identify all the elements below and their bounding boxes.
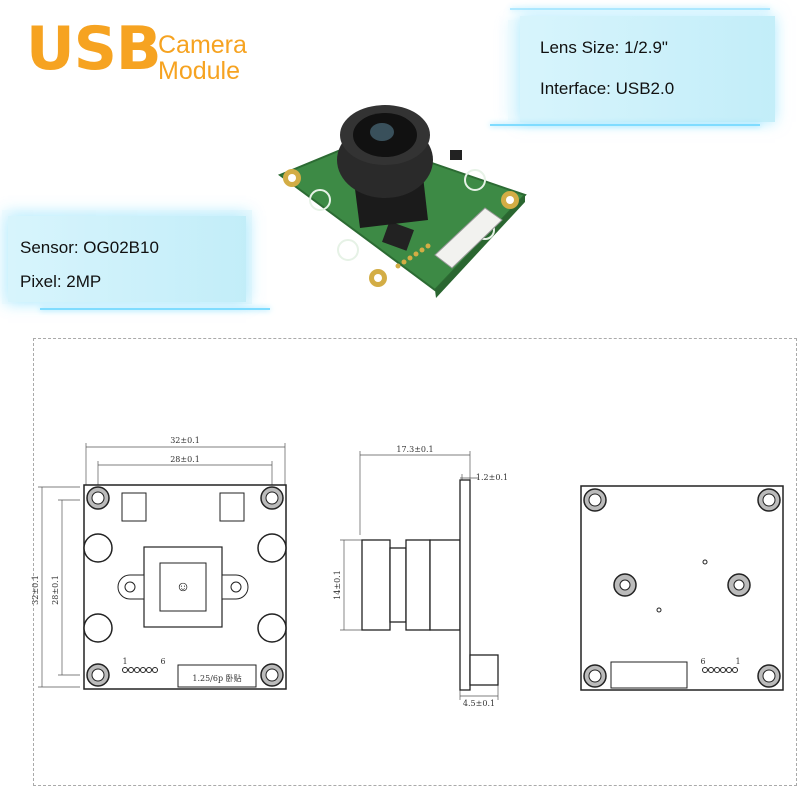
back-view-drawing: 6 1	[580, 485, 784, 691]
corner-holes	[86, 486, 284, 687]
side-lens-ring	[389, 547, 407, 623]
mount-hole-inner	[374, 274, 382, 282]
chip-icon	[382, 221, 414, 251]
dim-width-outer: 32±0.1	[170, 436, 200, 445]
pin-label-first: 1	[122, 657, 127, 666]
spec-lens-size: Lens Size: 1/2.9"	[540, 38, 668, 57]
component-icon	[450, 150, 462, 160]
mount-hole-inner	[506, 196, 514, 204]
pin-row	[122, 667, 158, 673]
back-board	[580, 485, 784, 691]
dim-connector-width: 4.5±0.1	[463, 699, 495, 708]
spec-panel-left	[8, 216, 246, 302]
brand-usb-logo: USB	[26, 14, 162, 84]
mount-hole-inner	[288, 174, 296, 182]
lens-reflection	[370, 123, 394, 141]
corner-holes	[583, 488, 781, 688]
dim-width-inner: 28±0.1	[170, 455, 200, 464]
side-connector	[469, 654, 499, 686]
spec-interface: Interface: USB2.0	[540, 79, 675, 98]
back-pin-label-first: 6	[700, 657, 705, 666]
pcb-marking	[309, 189, 331, 211]
panel-deco-line	[510, 8, 770, 10]
pin-label-last: 6	[160, 657, 165, 666]
brand-camera-text: Camera	[158, 31, 247, 59]
side-holder-base	[429, 539, 461, 631]
spec-panel-top	[520, 16, 775, 122]
spec-sensor: Sensor: OG02B10	[20, 238, 159, 257]
dim-depth: 17.3±0.1	[396, 445, 433, 454]
component-rect	[219, 492, 245, 522]
camera-module-photo	[277, 105, 527, 298]
component-circles	[83, 533, 287, 643]
front-view-drawing: ☺ 32±0.1 28±0.1 32±0.1 28±0.1 1 6 1.25/6…	[31, 436, 287, 690]
connector-label: 1.25/6p 卧贴	[192, 673, 241, 683]
sensor-window	[159, 562, 207, 612]
dim-height-outer: 32±0.1	[31, 575, 40, 605]
side-view-drawing: 17.3±0.1 1.2±0.1 14±0.1 4.5±0.1	[333, 445, 508, 708]
side-lens-barrel	[361, 539, 391, 631]
pad-row	[395, 243, 431, 269]
screw-holes	[613, 573, 751, 597]
side-lens-holder	[405, 539, 431, 631]
side-board	[459, 479, 471, 691]
connector-box	[177, 664, 257, 688]
pcb-marking	[464, 169, 486, 191]
brand-module-text: Module	[158, 57, 240, 85]
dim-lens-height: 14±0.1	[333, 570, 342, 600]
pcb-edge	[435, 195, 525, 298]
pcb-marking	[337, 239, 359, 261]
dim-height-inner: 28±0.1	[51, 575, 60, 605]
component-rect	[121, 492, 147, 522]
usb-connector	[434, 207, 503, 269]
dim-thickness: 1.2±0.1	[476, 473, 508, 482]
back-connector-box	[610, 661, 688, 689]
panel-underline-top	[490, 124, 760, 126]
sensor-symbol: ☺	[176, 578, 190, 594]
back-pin-row	[702, 667, 738, 673]
panel-underline-left	[40, 308, 270, 310]
back-pin-label-last: 1	[735, 657, 740, 666]
drawing-frame	[33, 338, 797, 786]
spec-pixel: Pixel: 2MP	[20, 272, 102, 291]
